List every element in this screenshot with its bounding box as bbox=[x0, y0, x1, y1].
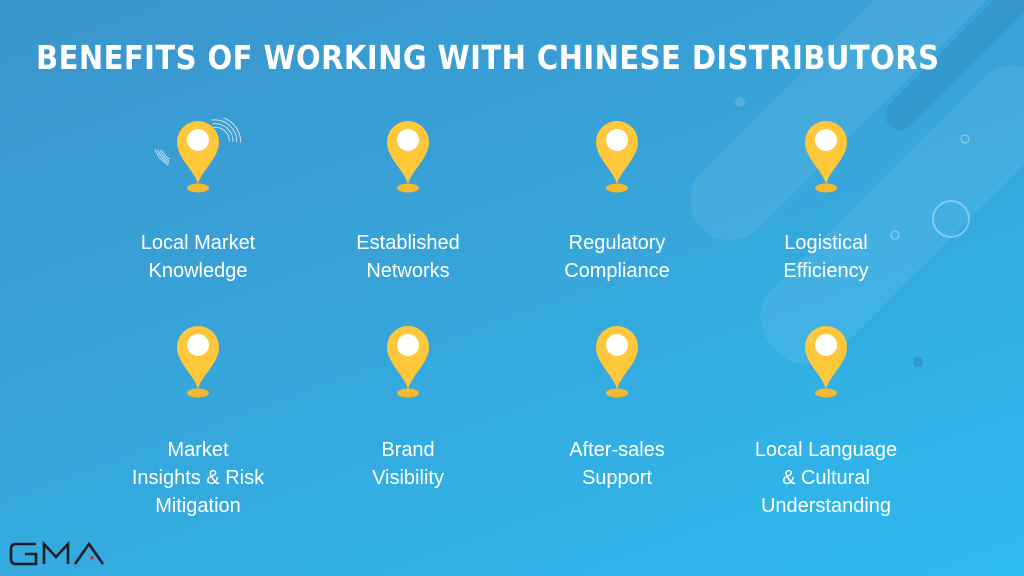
benefit-label-line: Logistical bbox=[784, 232, 868, 254]
location-pin-icon bbox=[805, 326, 847, 398]
benefit-label-line: Established bbox=[356, 232, 460, 254]
benefit-label-line: Mitigation bbox=[155, 495, 241, 517]
location-pin-icon bbox=[154, 118, 242, 193]
location-pin-icon bbox=[387, 326, 429, 398]
gma-logo bbox=[9, 541, 105, 566]
benefit-label-line: Knowledge bbox=[148, 260, 248, 282]
benefit-label-line: & Cultural bbox=[782, 467, 870, 489]
location-pin-icon bbox=[596, 326, 638, 398]
benefit-label-line: Brand bbox=[381, 439, 435, 461]
page-title: Benefits of Working with Chinese Distrib… bbox=[36, 38, 940, 77]
location-pin-icon bbox=[387, 121, 429, 193]
benefit-label-line: After-sales bbox=[569, 439, 665, 461]
benefit-label-line: Local Market bbox=[140, 232, 256, 254]
location-pin-icon bbox=[805, 121, 847, 193]
benefit-label-line: Compliance bbox=[564, 260, 670, 282]
benefit-label-line: Market bbox=[167, 439, 229, 461]
benefit-label-line: Insights & Risk bbox=[131, 467, 265, 489]
benefit-label-line: Visibility bbox=[372, 467, 444, 489]
benefit-label-line: Efficiency bbox=[783, 260, 869, 282]
location-pin-icon bbox=[177, 326, 219, 398]
benefit-label-line: Support bbox=[581, 467, 653, 489]
benefit-label-line: Understanding bbox=[760, 495, 892, 517]
benefit-label-line: Networks bbox=[366, 260, 450, 282]
location-pin-icon bbox=[596, 121, 638, 193]
benefit-label-line: Local Language bbox=[754, 439, 898, 461]
benefit-label-line: Regulatory bbox=[568, 232, 666, 254]
